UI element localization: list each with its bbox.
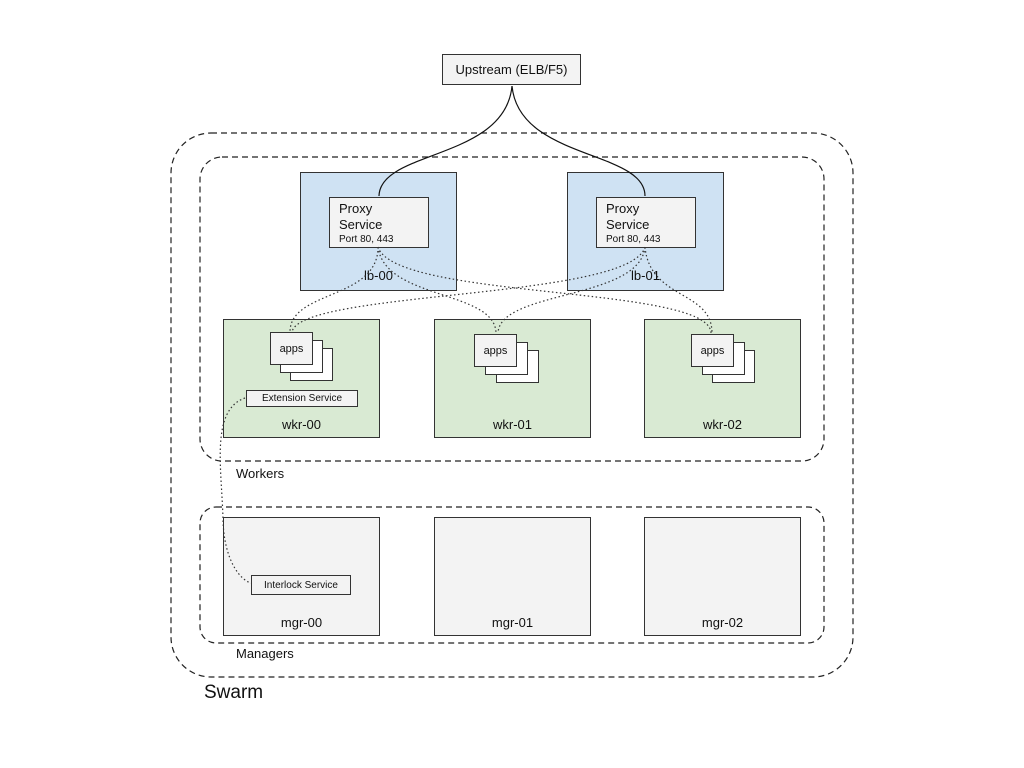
apps-label: apps	[483, 344, 508, 357]
node-label: lb-01	[631, 268, 660, 283]
apps-card: apps	[691, 334, 734, 367]
extension-service: Extension Service	[246, 390, 358, 407]
swarm-container	[170, 132, 854, 678]
apps-label: apps	[700, 344, 725, 357]
node-label: wkr-01	[492, 417, 532, 432]
lb-00-to-wkr-02-connector	[377, 246, 712, 334]
worker-node-00: apps Extension Service wkr-00	[223, 319, 380, 438]
managers-group-label: Managers	[236, 646, 294, 661]
upstream-node: Upstream (ELB/F5)	[442, 54, 581, 85]
apps-label: apps	[279, 342, 304, 355]
proxy-service-line2: Service	[339, 217, 383, 232]
node-label: mgr-02	[701, 615, 744, 630]
worker-node-01: apps wkr-01	[434, 319, 591, 438]
extension-to-interlock-connector	[219, 397, 252, 584]
lb-01-to-wkr-00-connector	[291, 246, 646, 333]
node-label: wkr-02	[702, 417, 742, 432]
lb-01-to-wkr-02-connector	[644, 246, 713, 334]
proxy-service-ports: Port 80, 443	[339, 234, 394, 245]
node-label: mgr-00	[280, 615, 323, 630]
node-label: lb-00	[364, 268, 393, 283]
apps-card: apps	[270, 332, 313, 365]
extension-service-label: Extension Service	[261, 393, 343, 404]
manager-node-00: Interlock Service mgr-00	[223, 517, 380, 636]
lb-node-01: Proxy Service Port 80, 443 lb-01	[567, 172, 724, 291]
lb-01-to-wkr-01-connector	[497, 246, 646, 334]
workers-container	[199, 156, 825, 462]
apps-card: apps	[474, 334, 517, 367]
interlock-service: Interlock Service	[251, 575, 351, 595]
proxy-service-line1: Proxy	[339, 201, 373, 216]
worker-node-02: apps wkr-02	[644, 319, 801, 438]
proxy-service-line1: Proxy	[606, 201, 640, 216]
upstream-to-lb-01-connector	[511, 85, 646, 197]
upstream-to-lb-00-connector	[378, 85, 513, 197]
workers-group-label: Workers	[236, 466, 285, 481]
proxy-service: Proxy Service Port 80, 443	[329, 197, 429, 248]
upstream-label: Upstream (ELB/F5)	[455, 62, 568, 77]
lb-00-to-wkr-01-connector	[377, 246, 497, 334]
node-label: mgr-01	[491, 615, 534, 630]
managers-container	[199, 506, 825, 644]
proxy-service-ports: Port 80, 443	[606, 234, 661, 245]
proxy-service-line2: Service	[606, 217, 650, 232]
manager-node-01: mgr-01	[434, 517, 591, 636]
swarm-label: Swarm	[204, 682, 264, 703]
manager-node-02: mgr-02	[644, 517, 801, 636]
interlock-service-label: Interlock Service	[264, 579, 338, 591]
node-label: wkr-00	[281, 417, 321, 432]
lb-00-to-wkr-00-connector	[289, 246, 379, 333]
proxy-service: Proxy Service Port 80, 443	[596, 197, 696, 248]
lb-node-00: Proxy Service Port 80, 443 lb-00	[300, 172, 457, 291]
